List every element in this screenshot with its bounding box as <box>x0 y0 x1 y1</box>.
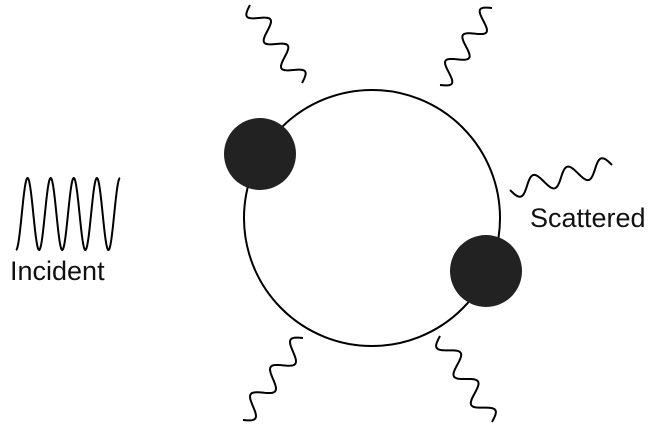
scattered-wave-bottom-left <box>243 338 303 421</box>
scattered-wave-top-left <box>246 5 305 83</box>
scattered-wave-bottom-right <box>436 336 496 422</box>
scattered-wave-top-right <box>440 8 492 86</box>
incident-label: Incident <box>10 258 105 285</box>
incident-wave <box>16 178 120 250</box>
scatterer-particle-lower-right <box>450 235 522 307</box>
scattered-wave-right <box>510 158 612 197</box>
scattered-label: Scattered <box>530 205 646 232</box>
scatterer-particle-upper-left <box>224 118 296 190</box>
